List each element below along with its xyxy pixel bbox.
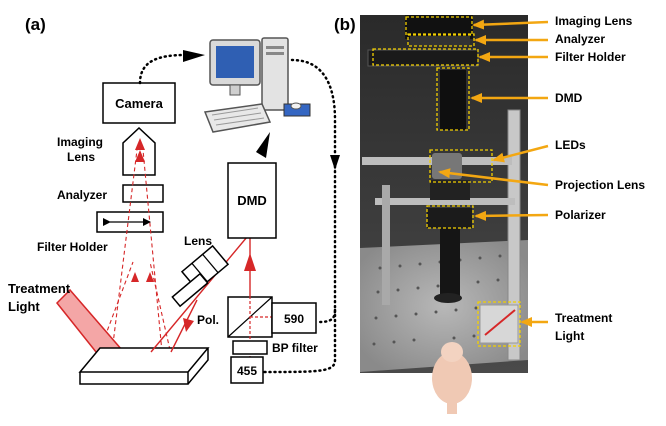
imaging-light-path	[99, 149, 171, 353]
dmd-red-arrow	[244, 253, 256, 271]
callout-leds: LEDs	[555, 138, 586, 152]
pol-label: Pol.	[197, 313, 219, 327]
callout-arrows	[438, 19, 549, 327]
analyzer-body	[410, 36, 470, 46]
treatment-fiber	[484, 309, 516, 336]
imaging-arrowhead-1	[131, 272, 139, 282]
panel-a: (a) Camera Imaging Lens Analyzer Filter …	[8, 15, 340, 385]
treatment-light-label-2: Light	[8, 299, 40, 314]
dmd-body	[440, 70, 466, 130]
projection-lens-body	[430, 180, 470, 200]
vertical-rail	[507, 109, 521, 361]
sample-plate	[78, 347, 210, 385]
led-455-label: 455	[237, 364, 257, 378]
mouse-head	[441, 342, 463, 362]
imaging-lens-label-1: Imaging	[57, 135, 103, 149]
control-arrow-to-pc	[183, 50, 205, 62]
led-590-label: 590	[284, 312, 304, 326]
dmd-label: DMD	[237, 193, 267, 208]
callout-analyzer: Analyzer	[555, 32, 605, 46]
camera-label: Camera	[115, 96, 163, 111]
panel-a-tag: (a)	[25, 15, 46, 34]
lens-label: Lens	[184, 234, 212, 248]
imaging-arrowhead-2	[146, 272, 154, 282]
callout-projection-lens: Projection Lens	[555, 178, 645, 192]
lens-post	[440, 228, 460, 298]
callout-filter-holder: Filter Holder	[555, 50, 626, 64]
projection-arrowhead	[183, 318, 194, 332]
vertical-post	[382, 185, 390, 305]
control-lines	[138, 53, 337, 374]
dmd-box	[227, 162, 277, 239]
analyzer-box	[122, 184, 164, 203]
callout-polarizer: Polarizer	[555, 208, 606, 222]
polarizer-shape	[171, 272, 209, 308]
pc-to-dmd-arrow	[256, 132, 270, 158]
mouse-tail	[447, 400, 457, 414]
imaging-lens-shape	[122, 126, 156, 176]
imaging-arrowhead-4	[135, 138, 145, 150]
treatment-light-label-1: Treatment	[8, 281, 71, 296]
computer-icon	[203, 37, 311, 133]
bp-filter-box	[232, 340, 268, 355]
led-455-box	[230, 356, 264, 384]
analyzer-label: Analyzer	[57, 188, 107, 202]
polarizer-body	[427, 208, 472, 228]
panel-b: (b) Imaging Lens Analyzer Filter Holder …	[334, 14, 645, 414]
callout-dmd: DMD	[555, 91, 583, 105]
imaging-lens-label-2: Lens	[67, 150, 95, 164]
mouse	[432, 352, 472, 404]
led-590-box	[271, 302, 317, 334]
bp-filter-label: BP filter	[272, 341, 318, 355]
callout-treatment-light-2: Light	[555, 329, 584, 343]
imaging-arrowhead-3	[135, 150, 145, 162]
photo-highlights	[372, 16, 521, 347]
horizontal-rail-2	[375, 198, 515, 205]
filter-holder-label: Filter Holder	[37, 240, 108, 254]
filter-holder-body	[367, 49, 479, 67]
callout-treatment-light-1: Treatment	[555, 311, 612, 325]
callout-imaging-lens: Imaging Lens	[555, 14, 633, 28]
post-base	[434, 293, 462, 303]
control-arrow-down	[330, 155, 340, 170]
panel-b-tag: (b)	[334, 15, 356, 34]
